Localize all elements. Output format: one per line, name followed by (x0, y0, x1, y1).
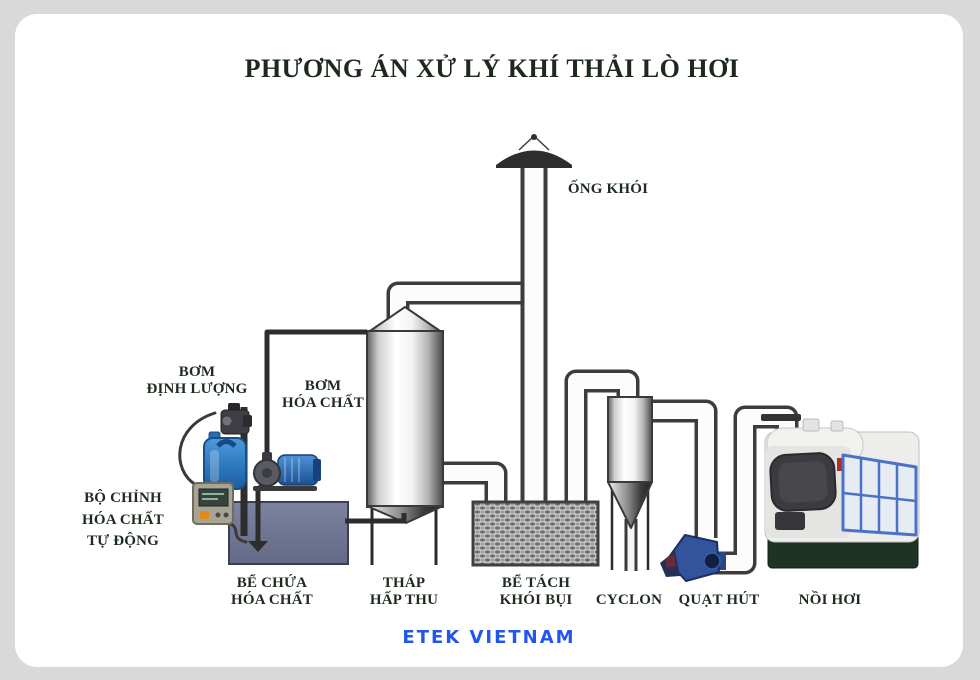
pump-to-tower-pipe (264, 329, 367, 459)
label-chemical-tank-line2: HÓA CHẤT (230, 592, 314, 608)
pipe-tower-to-separator (440, 461, 508, 504)
chimney-cap-icon (496, 134, 572, 168)
label-auto-controller-line1: BỘ CHỈNH (84, 490, 162, 506)
label-absorption-tower: THÁP HẤP THU (370, 575, 438, 609)
dosing-pump-unit (220, 403, 252, 435)
chemical-tank (228, 501, 349, 565)
label-dust-separator-line2: KHÓI BỤI (499, 592, 573, 608)
label-chemical-pump: BƠM HÓA CHẤT (282, 378, 364, 412)
process-diagram (178, 134, 920, 582)
label-auto-controller-line2: HÓA CHẤT (81, 511, 165, 528)
label-chimney: ỐNG KHÓI (567, 181, 649, 197)
label-dust-separator-line1: BỂ TÁCH (501, 575, 571, 591)
label-auto-controller: BỘ CHỈNH HÓA CHẤT TỰ ĐỘNG (82, 488, 164, 553)
diagram-card: PHƯƠNG ÁN XỬ LÝ KHÍ THẢI LÒ HƠI ỐNG KHÓI… (15, 14, 963, 667)
auto-controller-unit (192, 482, 234, 525)
label-exhaust-fan: QUẠT HÚT (678, 592, 760, 608)
boiler-unit (764, 418, 920, 569)
label-chemical-tank: BỂ CHỨA HÓA CHẤT (231, 575, 313, 609)
cyclone-unit (607, 396, 653, 571)
tower-drain-pipe (345, 513, 407, 524)
label-dosing-pump: BƠM ĐỊNH LƯỢNG (146, 364, 247, 398)
chemical-pump-unit (253, 452, 321, 491)
controller-cable-to-dosing-pump (178, 411, 217, 487)
label-dosing-pump-line2: ĐỊNH LƯỢNG (146, 381, 248, 397)
boiler-door (769, 452, 837, 512)
label-absorption-tower-line1: THÁP (382, 575, 426, 591)
brand-watermark: ETEK VIETNAM (402, 627, 576, 648)
chemical-can (203, 431, 247, 490)
label-auto-controller-line3: TỰ ĐỘNG (86, 533, 160, 549)
label-dosing-pump-line1: BƠM (178, 364, 216, 380)
label-dust-separator: BỂ TÁCH KHÓI BỤI (500, 575, 573, 609)
label-chemical-pump-line2: HÓA CHẤT (281, 395, 365, 411)
label-chemical-tank-line1: BỂ CHỨA (236, 575, 308, 591)
label-absorption-tower-line2: HẤP THU (369, 592, 439, 608)
pipe-cyclone-to-fan (651, 399, 718, 538)
label-cyclone: CYCLON (595, 592, 663, 608)
pipe-fan-to-boiler (709, 405, 801, 575)
label-boiler: NỒI HƠI (798, 592, 862, 608)
exhaust-fan-unit (660, 534, 726, 582)
dust-separator-basin (471, 500, 600, 567)
page-title: PHƯƠNG ÁN XỬ LÝ KHÍ THẢI LÒ HƠI (244, 54, 740, 83)
label-chemical-pump-line1: BƠM (304, 378, 342, 394)
pipe-separator-to-cyclone (564, 369, 640, 506)
absorption-tower (366, 306, 444, 565)
